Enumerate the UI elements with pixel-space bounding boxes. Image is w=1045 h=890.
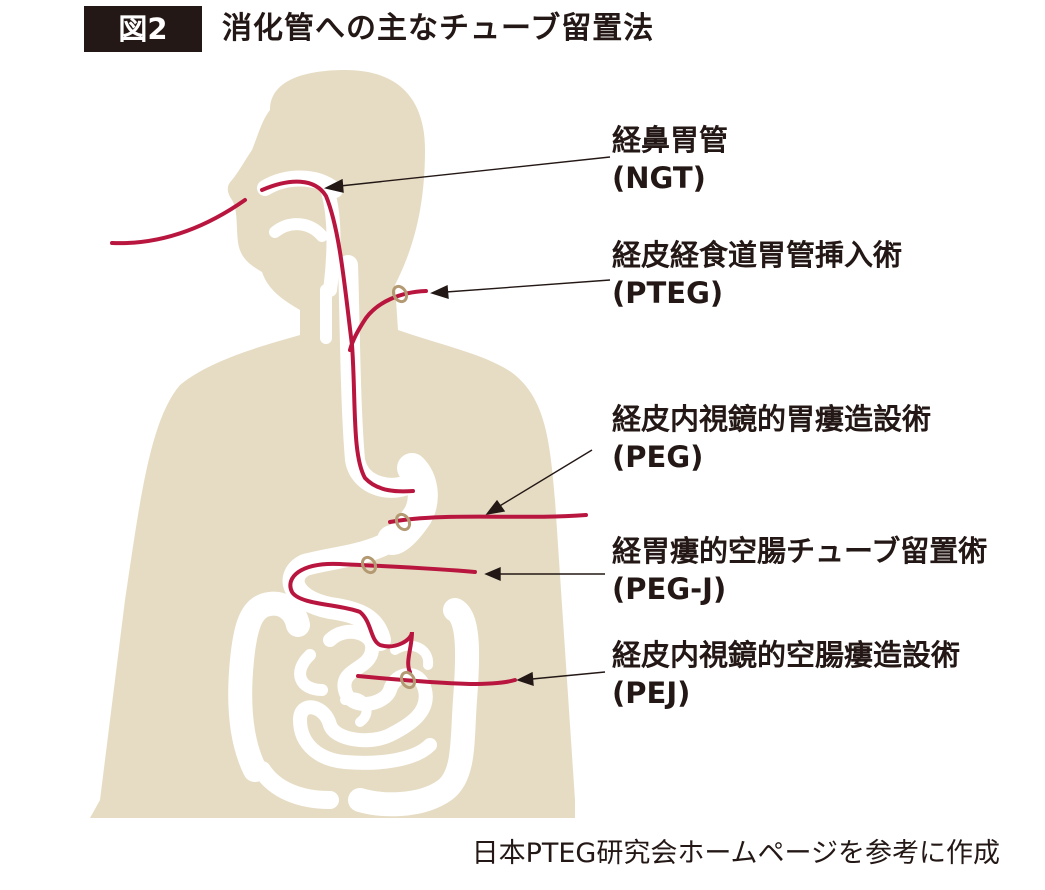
label-pej: 経皮内視鏡的空腸瘻造設術 (PEJ) <box>612 636 960 712</box>
source-note: 日本PTEG研究会ホームページを参考に作成 <box>472 834 1000 874</box>
label-peg-name: 経皮内視鏡的胃瘻造設術 <box>612 400 931 438</box>
label-peg-abbr: (PEG) <box>612 438 931 476</box>
label-pej-abbr: (PEJ) <box>612 674 960 712</box>
label-peg: 経皮内視鏡的胃瘻造設術 (PEG) <box>612 400 931 476</box>
label-pteg-abbr: (PTEG) <box>612 274 902 312</box>
label-pteg: 経皮経食道胃管挿入術 (PTEG) <box>612 236 902 312</box>
label-ngt-name: 経鼻胃管 <box>612 121 728 159</box>
label-peg-j-abbr: (PEG-J) <box>612 570 987 608</box>
label-peg-j: 経胃瘻的空腸チューブ留置術 (PEG-J) <box>612 532 987 608</box>
label-ngt: 経鼻胃管 (NGT) <box>612 121 728 197</box>
label-pteg-name: 経皮経食道胃管挿入術 <box>612 236 902 274</box>
label-peg-j-name: 経胃瘻的空腸チューブ留置術 <box>612 532 987 570</box>
label-pej-name: 経皮内視鏡的空腸瘻造設術 <box>612 636 960 674</box>
label-ngt-abbr: (NGT) <box>612 159 728 197</box>
